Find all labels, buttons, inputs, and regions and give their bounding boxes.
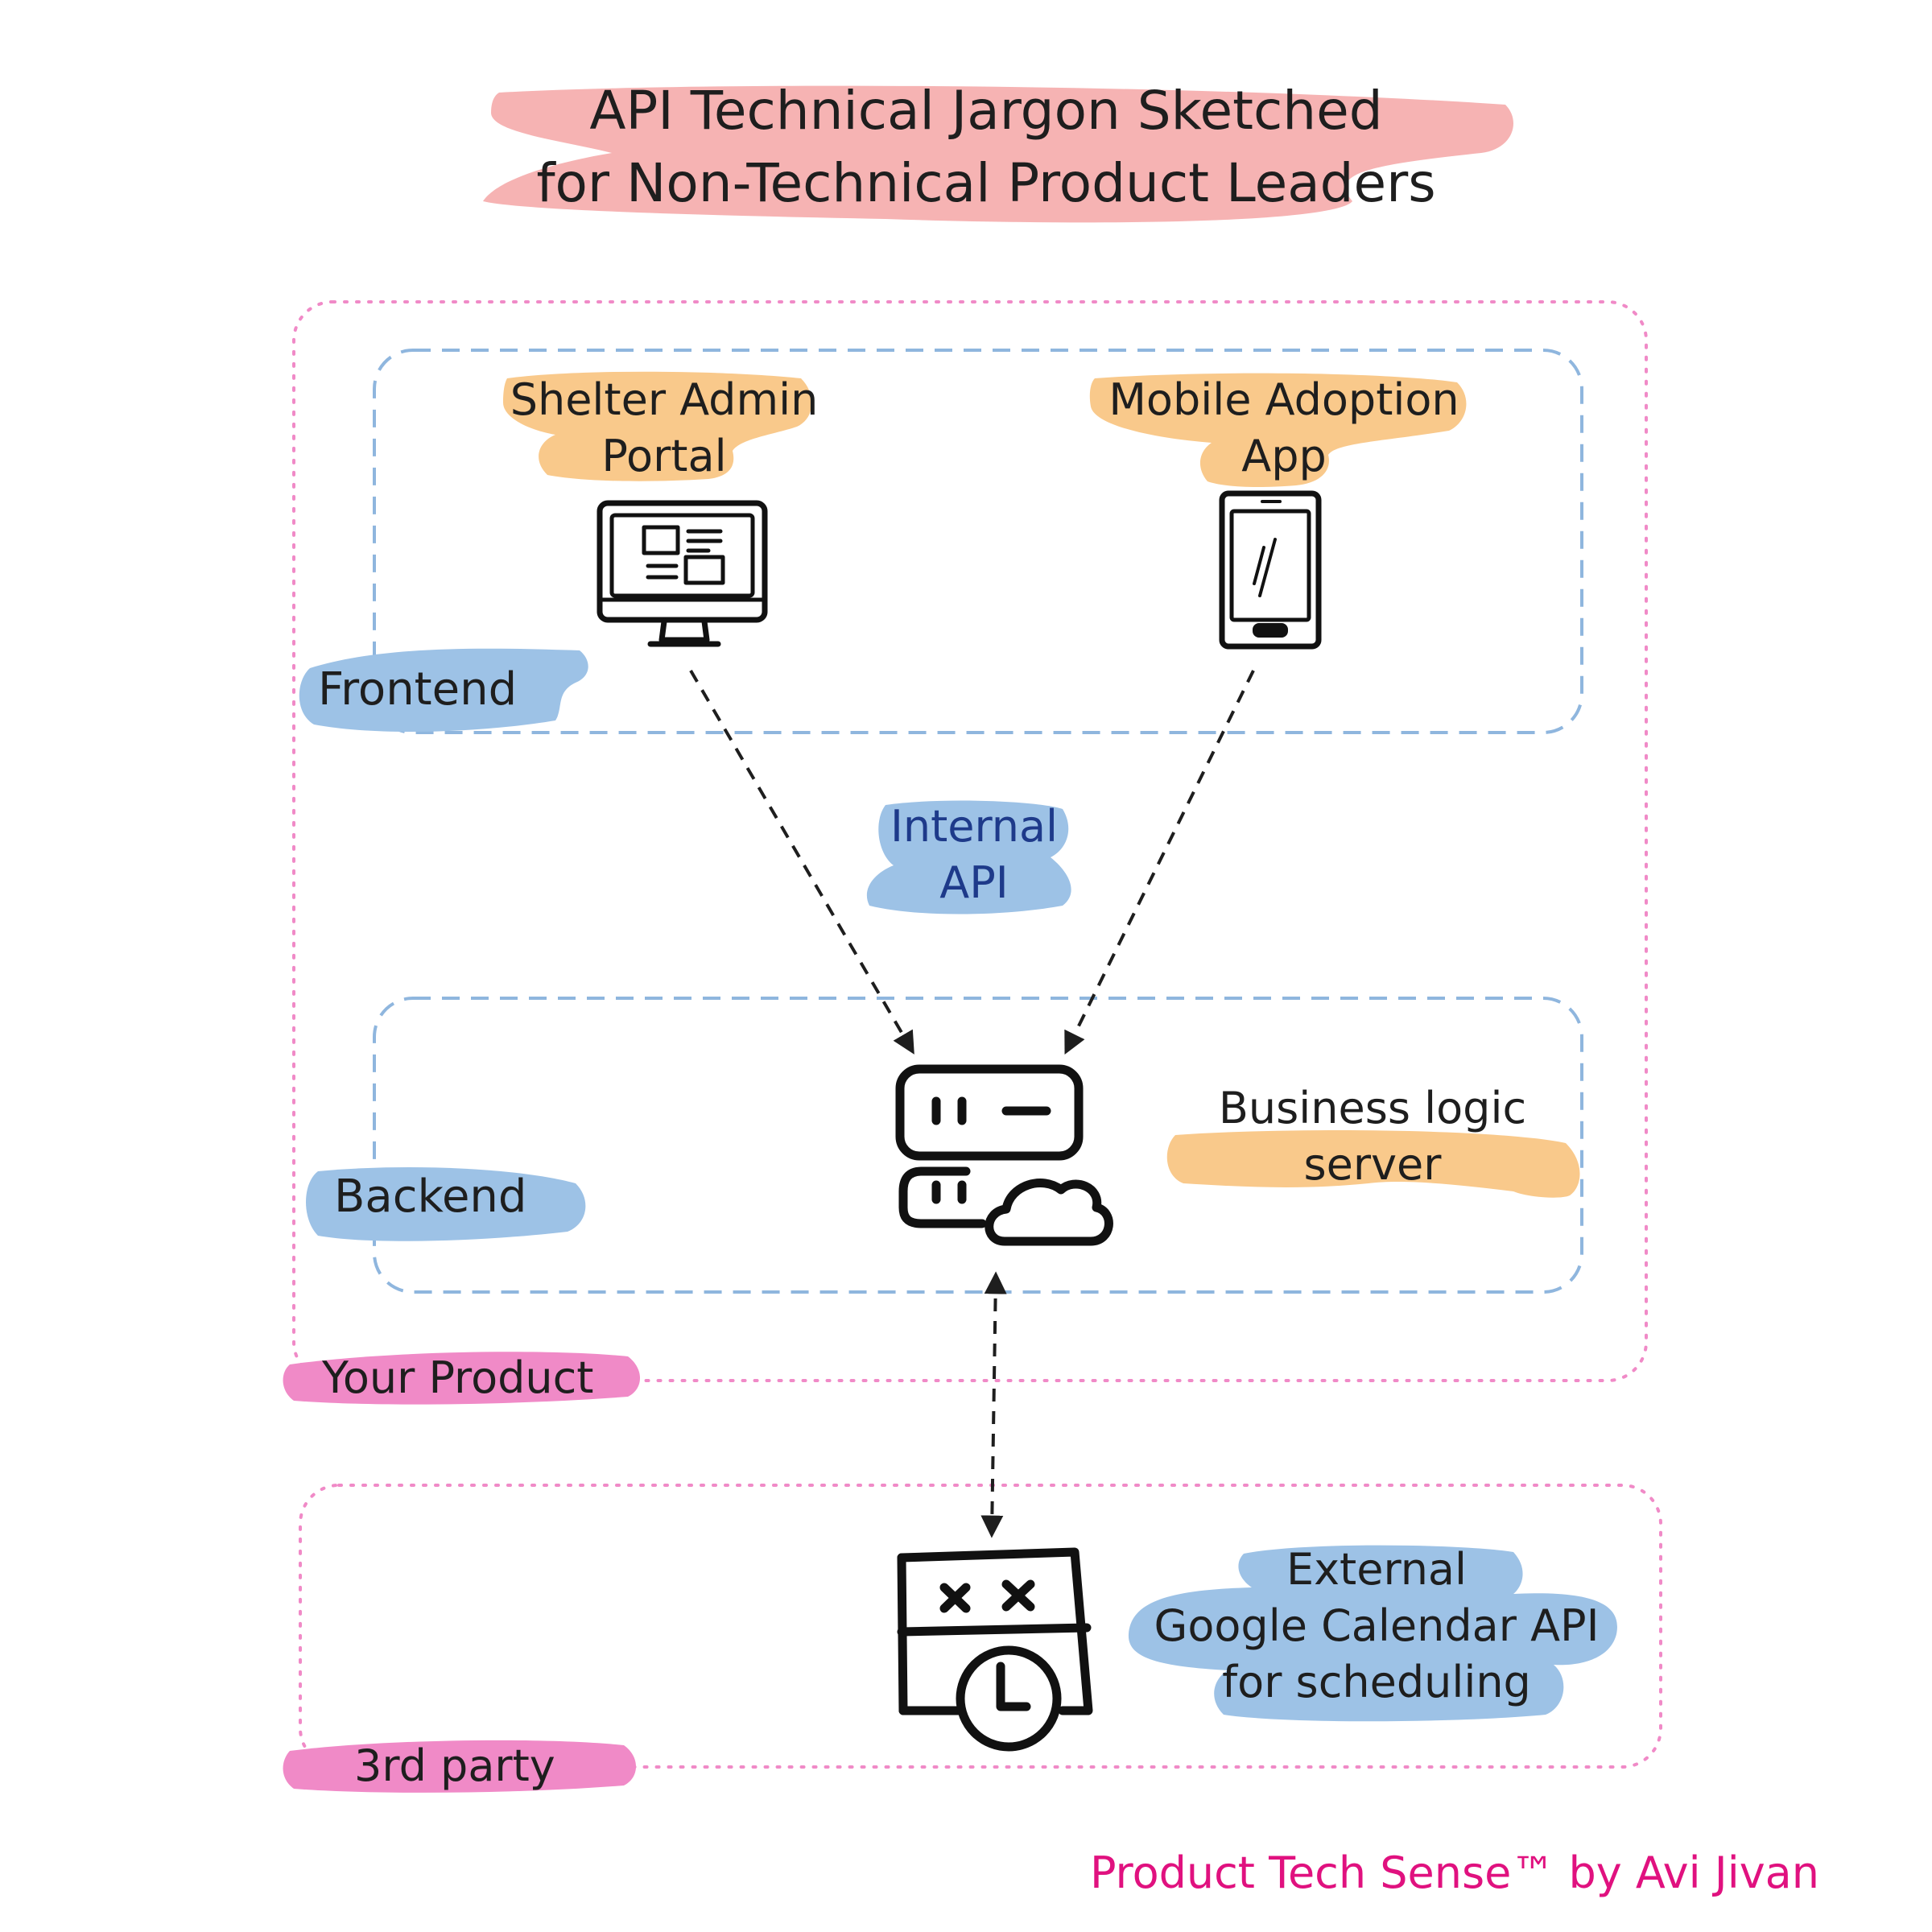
title-block: API Technical Jargon Sketched for Non-Te… [483,80,1513,223]
smartphone-icon [1219,490,1322,650]
title-line-1: API Technical Jargon Sketched [589,80,1382,142]
title-highlight [483,85,1513,223]
internal-api-edge-label: Internal API [866,800,1071,914]
title-line-2: for Non-Technical Product Leaders [536,152,1435,214]
server-external-api-bidirectional-arrow [980,1271,1007,1538]
mobile-app-label-highlight [1089,373,1467,488]
svg-text:for scheduling: for scheduling [1222,1657,1531,1707]
external-calendar-api-node: External Google Calendar API for schedul… [897,1544,1617,1752]
external-api-label-highlight [1128,1545,1617,1722]
svg-text:Backend: Backend [334,1170,526,1223]
your-product-group-box [292,300,1648,1382]
frontend-group-box [373,349,1583,734]
third-party-label: 3rd party [283,1740,636,1793]
svg-text:App: App [1241,431,1327,481]
svg-text:Frontend: Frontend [318,663,517,716]
footer-credit: Product Tech Sense™ by Avi Jivan [1090,1847,1819,1898]
svg-text:3rd party: 3rd party [354,1740,555,1791]
svg-text:Google Calendar API: Google Calendar API [1154,1600,1600,1651]
admin-portal-to-server-arrow [689,669,914,1055]
backend-label: Backend [306,1167,586,1241]
calendar-clock-icon [897,1547,1093,1752]
your-product-label: Your Product [283,1352,640,1405]
frontend-label: Frontend [299,648,588,733]
third-party-group-box [299,1484,1662,1769]
admin-portal-label-highlight [503,371,812,481]
svg-text:Shelter Admin: Shelter Admin [510,374,819,425]
server-label-highlight [1166,1130,1580,1198]
backend-group-box [373,997,1583,1294]
mobile-adoption-app-node: Mobile Adoption App [1089,373,1467,650]
desktop-monitor-icon [597,500,768,647]
business-logic-server-node: Business logic server [895,1064,1580,1246]
svg-text:Mobile Adoption: Mobile Adoption [1108,374,1459,425]
mobile-app-to-server-arrow [1064,670,1255,1055]
svg-text:Portal: Portal [601,431,726,481]
svg-text:Internal: Internal [890,801,1058,852]
svg-text:Business logic: Business logic [1219,1083,1526,1133]
svg-text:server: server [1304,1139,1443,1190]
cloud-server-icon [895,1064,1113,1246]
svg-text:External: External [1286,1544,1467,1595]
shelter-admin-portal-node: Shelter Admin Portal [503,371,819,647]
svg-text:Your Product: Your Product [321,1352,593,1403]
svg-text:API: API [939,857,1008,908]
